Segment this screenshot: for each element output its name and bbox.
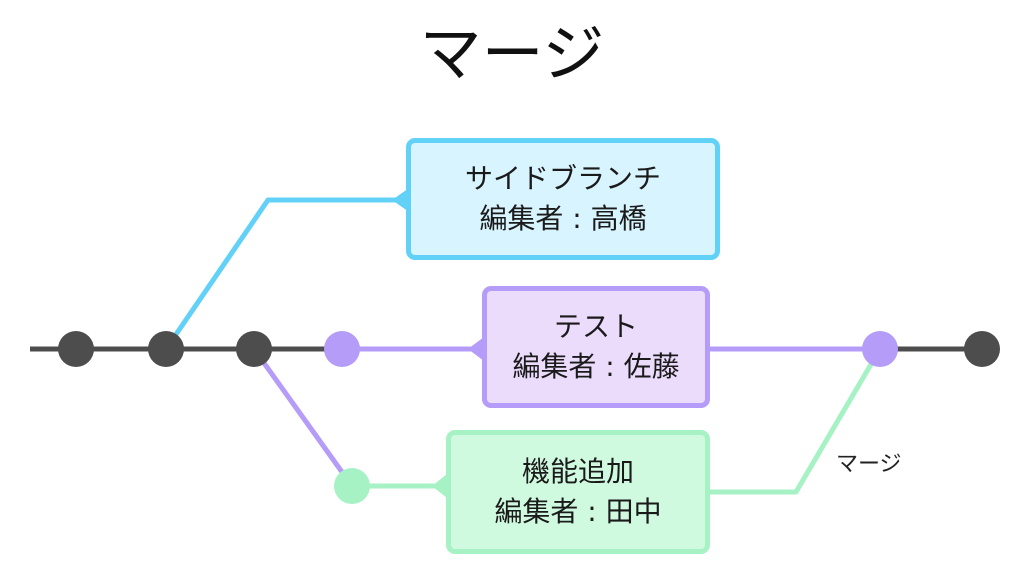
test-branch-box: テスト 編集者 : 佐藤	[482, 286, 710, 408]
branch-editor: 編集者 : 高橋	[479, 202, 647, 235]
side-branch-box: サイドブランチ 編集者 : 高橋	[406, 138, 720, 260]
side-branch-line	[163, 197, 400, 351]
feature-commit-node[interactable]	[334, 468, 370, 504]
commit-node[interactable]	[236, 331, 272, 367]
commit-node[interactable]	[964, 331, 1000, 367]
branch-editor: 編集者 : 佐藤	[512, 350, 680, 383]
commit-node[interactable]	[148, 331, 184, 367]
commit-node[interactable]	[58, 331, 94, 367]
branch-editor: 編集者 : 田中	[494, 495, 662, 528]
test-commit-node[interactable]	[324, 331, 360, 367]
diagram-title: マージ	[419, 17, 605, 90]
merge-line	[708, 347, 883, 495]
merge-label: マージ	[836, 452, 902, 477]
merge-commit-node[interactable]	[862, 331, 898, 367]
branch-name: テスト	[553, 310, 638, 343]
branch-name: 機能追加	[521, 455, 634, 488]
branch-name: サイドブランチ	[464, 162, 661, 195]
feature-fork-line	[251, 347, 355, 488]
feature-branch-box: 機能追加 編集者 : 田中	[446, 430, 710, 554]
